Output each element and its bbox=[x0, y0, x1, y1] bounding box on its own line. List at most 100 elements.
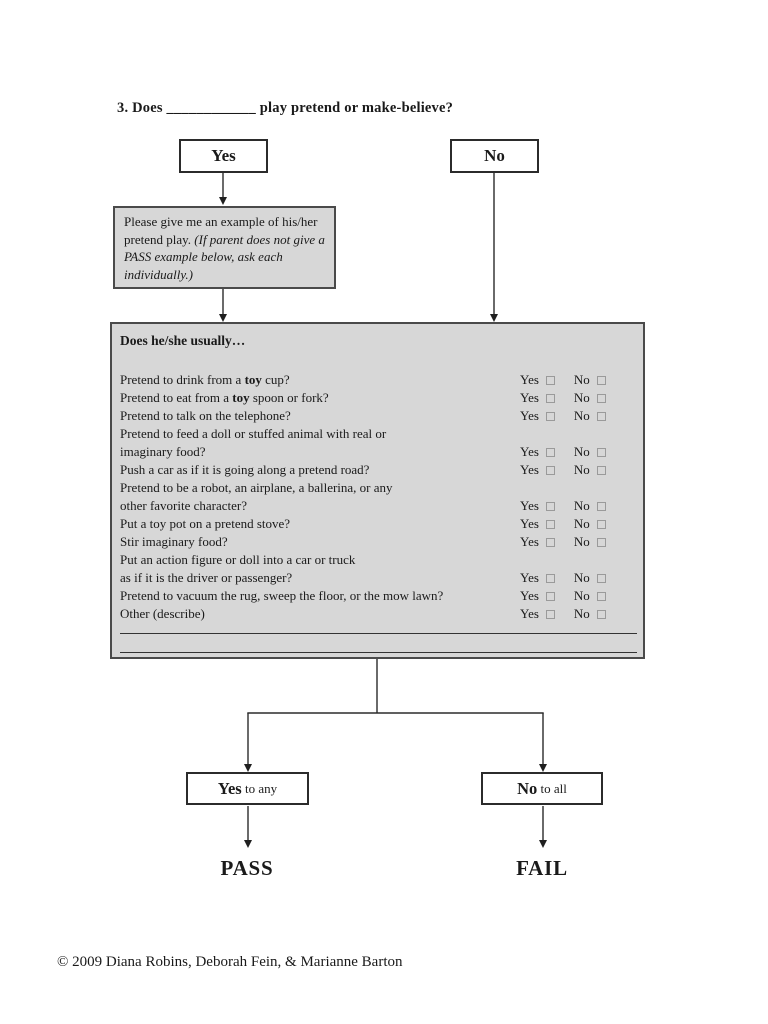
question-text: Pretend to talk on the telephone? bbox=[120, 407, 520, 425]
question-text: Pretend to eat from a toy spoon or fork? bbox=[120, 389, 520, 407]
yes-checkbox[interactable] bbox=[545, 448, 555, 457]
yes-node-label: Yes bbox=[211, 146, 236, 165]
yes-checkbox[interactable] bbox=[545, 376, 555, 385]
copyright-footer: © 2009 Diana Robins, Deborah Fein, & Mar… bbox=[57, 954, 403, 970]
question-text: Put a toy pot on a pretend stove? bbox=[120, 515, 520, 533]
question-text: Pretend to vacuum the rug, sweep the flo… bbox=[120, 587, 520, 605]
question-line: Pretend to talk on the telephone? bbox=[120, 407, 520, 425]
no-answer-label: No bbox=[573, 462, 590, 477]
question-segment: Other (describe) bbox=[120, 606, 205, 621]
yes-checkbox[interactable] bbox=[545, 394, 555, 403]
question-line: Stir imaginary food? bbox=[120, 533, 520, 551]
question-line: Push a car as if it is going along a pre… bbox=[120, 461, 520, 479]
no-checkbox[interactable] bbox=[596, 538, 606, 547]
question-line: as if it is the driver or passenger? bbox=[120, 569, 520, 587]
answer-cell: Yes No bbox=[520, 461, 632, 479]
question-title: 3. Does ____________ play pretend or mak… bbox=[117, 100, 454, 116]
no-answer-label: No bbox=[573, 588, 590, 603]
question-segment: cup? bbox=[261, 372, 290, 387]
question-line: Pretend to be a robot, an airplane, a ba… bbox=[120, 479, 520, 497]
question-line: Pretend to vacuum the rug, sweep the flo… bbox=[120, 587, 520, 605]
answer-cell: Yes No bbox=[520, 407, 632, 425]
checklist-item: Pretend to be a robot, an airplane, a ba… bbox=[120, 479, 635, 515]
no-checkbox[interactable] bbox=[596, 502, 606, 511]
checklist-item: Push a car as if it is going along a pre… bbox=[120, 461, 635, 479]
yes-answer-label: Yes bbox=[520, 462, 539, 477]
no-checkbox[interactable] bbox=[596, 412, 606, 421]
question-segment: Pretend to talk on the telephone? bbox=[120, 408, 291, 423]
no-answer-label: No bbox=[573, 408, 590, 423]
write-in-line[interactable] bbox=[120, 633, 637, 634]
answer-cell: Yes No bbox=[520, 497, 632, 515]
question-bold-word: toy bbox=[232, 390, 250, 405]
no-node: No bbox=[450, 139, 539, 173]
pass-result: PASS bbox=[220, 856, 274, 880]
no-answer-label: No bbox=[573, 444, 590, 459]
no-checkbox[interactable] bbox=[596, 376, 606, 385]
yes-checkbox[interactable] bbox=[545, 610, 555, 619]
question-line: Pretend to drink from a toy cup? bbox=[120, 371, 520, 389]
question-line: imaginary food? bbox=[120, 443, 520, 461]
yes-answer-label: Yes bbox=[520, 606, 539, 621]
question-line: Other (describe) bbox=[120, 605, 520, 623]
question-text: Stir imaginary food? bbox=[120, 533, 520, 551]
no-checkbox[interactable] bbox=[596, 574, 606, 583]
yes-answer-label: Yes bbox=[520, 372, 539, 387]
checklist-item: Pretend to talk on the telephone? Yes No bbox=[120, 407, 635, 425]
answer-cell: Yes No bbox=[520, 371, 632, 389]
outcome-yes-to-any-node: Yes to any bbox=[186, 772, 309, 805]
question-line: Pretend to feed a doll or stuffed animal… bbox=[120, 425, 520, 443]
yes-checkbox[interactable] bbox=[545, 520, 555, 529]
yes-checkbox[interactable] bbox=[545, 412, 555, 421]
question-bold-word: toy bbox=[244, 372, 262, 387]
question-line: Put a toy pot on a pretend stove? bbox=[120, 515, 520, 533]
answer-cell: Yes No bbox=[520, 443, 632, 461]
checklist-item: Put an action figure or doll into a car … bbox=[120, 551, 635, 587]
no-node-label: No bbox=[484, 146, 505, 165]
no-checkbox[interactable] bbox=[596, 592, 606, 601]
checklist-item: Pretend to eat from a toy spoon or fork?… bbox=[120, 389, 635, 407]
question-text: Put an action figure or doll into a car … bbox=[120, 551, 520, 587]
no-checkbox[interactable] bbox=[596, 610, 606, 619]
no-checkbox[interactable] bbox=[596, 520, 606, 529]
question-segment: Put an action figure or doll into a car … bbox=[120, 552, 356, 567]
outcome-no-bold: No bbox=[517, 778, 538, 798]
question-segment: Pretend to drink from a bbox=[120, 372, 245, 387]
no-answer-label: No bbox=[573, 606, 590, 621]
no-checkbox[interactable] bbox=[596, 466, 606, 475]
yes-checkbox[interactable] bbox=[545, 466, 555, 475]
question-segment: other favorite character? bbox=[120, 498, 248, 513]
yes-checkbox[interactable] bbox=[545, 574, 555, 583]
yes-checkbox[interactable] bbox=[545, 592, 555, 601]
question-segment: Pretend to vacuum the rug, sweep the flo… bbox=[120, 588, 444, 603]
no-checkbox[interactable] bbox=[596, 448, 606, 457]
yes-answer-label: Yes bbox=[520, 588, 539, 603]
no-answer-label: No bbox=[573, 372, 590, 387]
no-answer-label: No bbox=[573, 498, 590, 513]
outcome-yes-bold: Yes bbox=[217, 778, 242, 798]
no-answer-label: No bbox=[573, 534, 590, 549]
yes-checkbox[interactable] bbox=[545, 502, 555, 511]
yes-answer-label: Yes bbox=[520, 444, 539, 459]
no-answer-label: No bbox=[573, 570, 590, 585]
yes-answer-label: Yes bbox=[520, 498, 539, 513]
question-segment: Push a car as if it is going along a pre… bbox=[120, 462, 370, 477]
write-in-line[interactable] bbox=[120, 652, 637, 653]
no-answer-label: No bbox=[573, 390, 590, 405]
instruction-text-italic: (If parent does not give a PASS example … bbox=[124, 231, 325, 282]
yes-checkbox[interactable] bbox=[545, 538, 555, 547]
yes-node: Yes bbox=[179, 139, 268, 173]
outcome-no-to-all-node: No to all bbox=[481, 772, 603, 805]
checklist-item: Pretend to feed a doll or stuffed animal… bbox=[120, 425, 635, 461]
checklist-item: Other (describe) Yes No bbox=[120, 605, 635, 623]
question-segment: Pretend to eat from a bbox=[120, 390, 233, 405]
question-text: Other (describe) bbox=[120, 605, 520, 623]
yes-answer-label: Yes bbox=[520, 408, 539, 423]
question-segment: Stir imaginary food? bbox=[120, 534, 228, 549]
no-checkbox[interactable] bbox=[596, 394, 606, 403]
